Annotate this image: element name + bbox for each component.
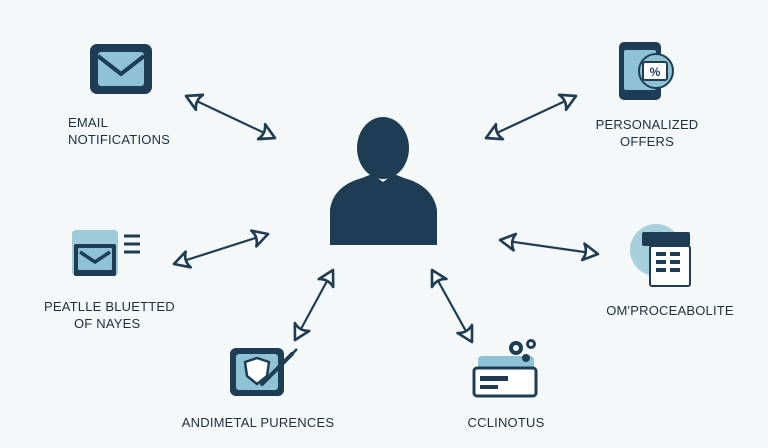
person-icon (330, 117, 437, 245)
envelope-icon (90, 44, 152, 94)
label-personalized: PERSONALIZED OFFERS (596, 116, 699, 150)
gear-card-icon (472, 339, 538, 398)
arrow-cclinotus (430, 268, 474, 344)
arrow-peatle (172, 229, 270, 269)
arrow-personalized (484, 93, 578, 141)
label-peatle-line2: OF NAYES (74, 316, 141, 331)
label-personalized-line2: OFFERS (620, 134, 674, 149)
label-cclinotus-line1: CCLINOTUS (467, 415, 545, 430)
label-email-line2: NOTIFICATIONS (68, 132, 171, 147)
label-peatle: PEATLLE BLUETTED OF NAYES (44, 298, 175, 332)
phone-coupon-icon: % (619, 42, 674, 100)
pen-shield-icon (230, 348, 298, 396)
label-omproce-line1: OM'PROCEABOLITE (606, 303, 734, 318)
label-personalized-line1: PERSONALIZED (595, 117, 699, 132)
label-email-line1: EMAIL (68, 115, 109, 130)
arrow-omproce (498, 232, 600, 262)
arrow-email (184, 93, 277, 141)
svg-text:%: % (650, 65, 661, 79)
label-andimetal: ANDIMETAL PURENCES (182, 414, 334, 431)
printer-device-icon (630, 224, 691, 287)
arrows-group (172, 93, 600, 344)
label-andimetal-line1: ANDIMETAL PURENCES (181, 415, 335, 430)
arrow-andimetal (293, 268, 335, 342)
label-email: EMAIL NOTIFICATIONS (68, 114, 170, 148)
label-peatle-line1: PEATLLE BLUETTED (44, 299, 175, 314)
label-cclinotus: CCLINOTUS (468, 414, 545, 431)
message-screen-icon (72, 230, 140, 276)
label-omproce: OM'PROCEABOLITE (606, 302, 734, 319)
